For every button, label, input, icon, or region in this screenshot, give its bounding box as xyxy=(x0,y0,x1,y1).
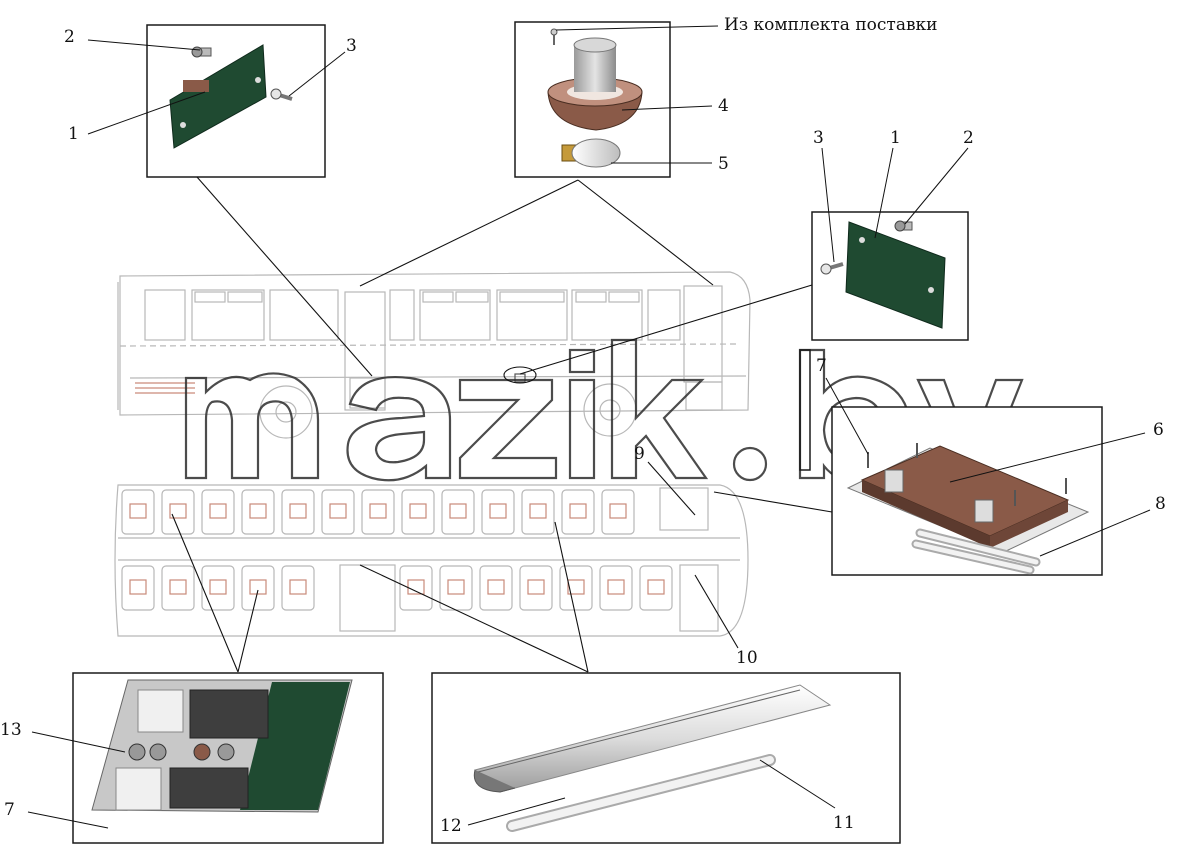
lamp-plate-left xyxy=(169,44,267,149)
callout-11: 11 xyxy=(833,813,855,833)
seat xyxy=(201,565,235,611)
seat-cushion xyxy=(289,503,307,519)
leader-lines xyxy=(171,176,833,673)
seat-cushion xyxy=(487,579,505,595)
seat xyxy=(441,489,475,535)
callout-13: 13 xyxy=(0,720,22,740)
seat xyxy=(281,565,315,611)
seat xyxy=(201,489,235,535)
seat xyxy=(599,565,633,611)
seat-cushion xyxy=(329,503,347,519)
seat-cushion xyxy=(527,579,545,595)
callout-1-left: 1 xyxy=(68,124,79,144)
seat-cushion xyxy=(447,579,465,595)
detail-box-plate-left xyxy=(87,24,346,178)
callout-6: 6 xyxy=(1153,420,1164,440)
seat xyxy=(521,489,555,535)
lamp-housing-icon xyxy=(547,37,643,131)
seat-cushion xyxy=(607,579,625,595)
pin-icon xyxy=(550,28,558,45)
seat-cushion xyxy=(489,503,507,519)
seat xyxy=(519,565,553,611)
seat xyxy=(639,565,673,611)
seat-cushion xyxy=(129,579,147,595)
seat-row-top xyxy=(121,489,635,535)
seat xyxy=(399,565,433,611)
seat-cushion xyxy=(569,503,587,519)
seat xyxy=(241,489,275,535)
detail-box-plate-right xyxy=(811,147,969,341)
seat-cushion xyxy=(409,503,427,519)
seat xyxy=(401,489,435,535)
screw-icon xyxy=(894,220,913,232)
callout-2-left: 2 xyxy=(64,27,75,47)
screw-icon xyxy=(191,46,212,58)
seat xyxy=(161,489,195,535)
seat-row-bottom xyxy=(121,565,673,611)
seat-cushion xyxy=(289,579,307,595)
callout-7-right: 7 xyxy=(816,356,827,376)
seat-cushion xyxy=(209,579,227,595)
seat-cushion xyxy=(209,503,227,519)
seat-cushion xyxy=(249,503,267,519)
seat xyxy=(439,565,473,611)
callout-7-left: 7 xyxy=(4,800,15,820)
callout-1-right: 1 xyxy=(890,128,901,148)
seat xyxy=(479,565,513,611)
seat-cushion xyxy=(369,503,387,519)
seat-cushion xyxy=(407,579,425,595)
seat xyxy=(121,489,155,535)
seat-cushion xyxy=(567,579,585,595)
callout-3-left: 3 xyxy=(346,36,357,56)
seat xyxy=(281,489,315,535)
seat xyxy=(601,489,635,535)
fluorescent-tube-icon xyxy=(506,754,776,832)
lamp-plate-right xyxy=(845,221,946,329)
bus-plan-view xyxy=(114,484,749,637)
gauge-icons xyxy=(128,743,235,761)
detail-box-lamp-unit xyxy=(799,349,1151,576)
seat-cushion xyxy=(449,503,467,519)
seat-cushion xyxy=(609,503,627,519)
seat-cushion xyxy=(647,579,665,595)
detail-box-control-panel xyxy=(27,672,384,844)
callout-2-right: 2 xyxy=(963,128,974,148)
callout-12: 12 xyxy=(440,816,462,836)
fluorescent-tube-icon xyxy=(911,528,1041,575)
seat xyxy=(561,489,595,535)
seat-cushion xyxy=(169,503,187,519)
callout-5: 5 xyxy=(718,154,729,174)
seat-cushion xyxy=(249,579,267,595)
seat xyxy=(361,489,395,535)
seat-cushion xyxy=(169,579,187,595)
callout-9: 9 xyxy=(634,444,645,464)
seat xyxy=(321,489,355,535)
callout-3-right: 3 xyxy=(813,128,824,148)
bus-side-view xyxy=(117,271,751,439)
seat xyxy=(121,565,155,611)
detail-box-lamp xyxy=(514,21,719,178)
seat-cushion xyxy=(129,503,147,519)
seat xyxy=(241,565,275,611)
supply-note: Из комплекта поставки xyxy=(724,15,938,35)
bulb-icon xyxy=(561,138,621,168)
seat xyxy=(481,489,515,535)
seat-cushion xyxy=(529,503,547,519)
seat xyxy=(559,565,593,611)
seat xyxy=(161,565,195,611)
bolt-icon xyxy=(270,88,293,101)
bolt-icon xyxy=(820,262,844,275)
detail-box-tube-lamp xyxy=(431,672,901,844)
callout-10: 10 xyxy=(736,648,758,668)
callout-4: 4 xyxy=(718,96,729,116)
callout-8: 8 xyxy=(1155,494,1166,514)
